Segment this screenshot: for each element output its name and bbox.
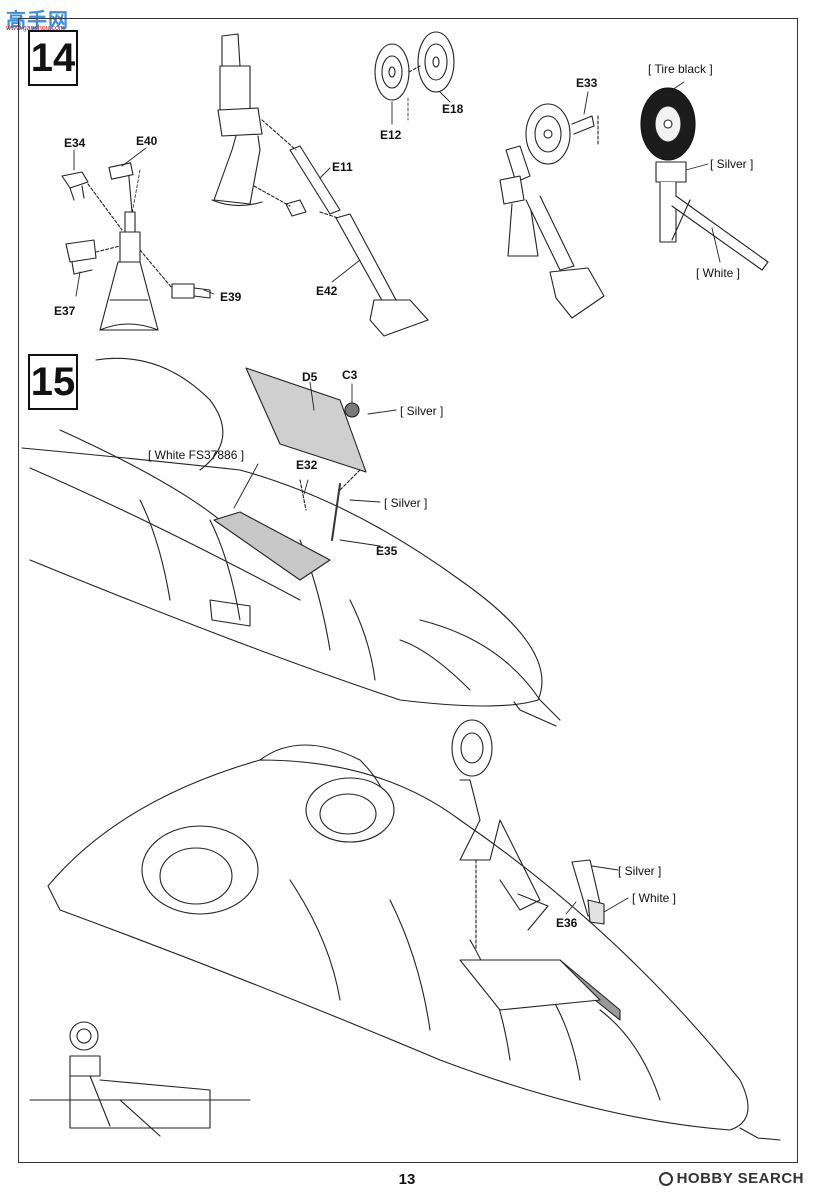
step-15-number: 15 — [28, 354, 78, 410]
page-frame — [18, 18, 798, 1163]
leader-lines — [74, 82, 720, 914]
fuselage-lower — [48, 720, 780, 1140]
color-callout-silver: [ Silver ] — [710, 157, 754, 171]
part-label-e33: E33 — [576, 76, 598, 90]
color-callout-white: [ White ] — [696, 266, 741, 280]
part-label-e39: E39 — [220, 290, 242, 304]
part-label-e35: E35 — [376, 544, 398, 558]
jack-assembly-center — [212, 34, 428, 336]
part-label-e36: E36 — [556, 916, 578, 930]
part-label-e37: E37 — [54, 304, 76, 318]
color-callout-tire-black: [ Tire black ] — [648, 62, 713, 76]
part-label-e34: E34 — [64, 136, 86, 150]
part-label-e18: E18 — [442, 102, 464, 116]
color-callout-white-fs37886: [ White FS37886 ] — [148, 448, 245, 462]
page-number: 13 — [398, 1171, 416, 1188]
part-label-c3: C3 — [342, 368, 358, 382]
hobby-search-logo-icon — [658, 1171, 673, 1186]
inset-detail — [30, 1022, 250, 1136]
color-callout-silver-e35: [ Silver ] — [384, 496, 428, 510]
color-callout-silver-e36: [ Silver ] — [618, 864, 662, 878]
watermark-url: www.gaoshou.com — [6, 25, 65, 32]
watermark-text: HOBBY SEARCH — [676, 1170, 804, 1187]
color-callout-silver-c3: [ Silver ] — [400, 404, 444, 418]
hobby-search-watermark: HOBBY SEARCH — [658, 1170, 804, 1187]
callout-stems — [132, 98, 408, 214]
step-14-number: 14 — [28, 30, 78, 86]
part-label-e11: E11 — [332, 160, 353, 174]
watermark-title: 高手网 — [6, 10, 69, 32]
gear-assembly-e33 — [500, 104, 604, 318]
part-label-e42: E42 — [316, 284, 338, 298]
part-label-e12: E12 — [380, 128, 402, 142]
gear-painted — [641, 88, 768, 270]
fuselage-upper — [22, 358, 560, 726]
wheel-parts — [375, 32, 454, 100]
jack-assembly-left — [62, 163, 210, 330]
part-label-e40: E40 — [136, 134, 158, 148]
color-callout-white-e36: [ White ] — [632, 891, 677, 905]
site-watermark: 高手网 www.gaoshou.com — [4, 4, 70, 34]
part-label-d5: D5 — [302, 370, 318, 384]
part-label-e32: E32 — [296, 458, 318, 472]
